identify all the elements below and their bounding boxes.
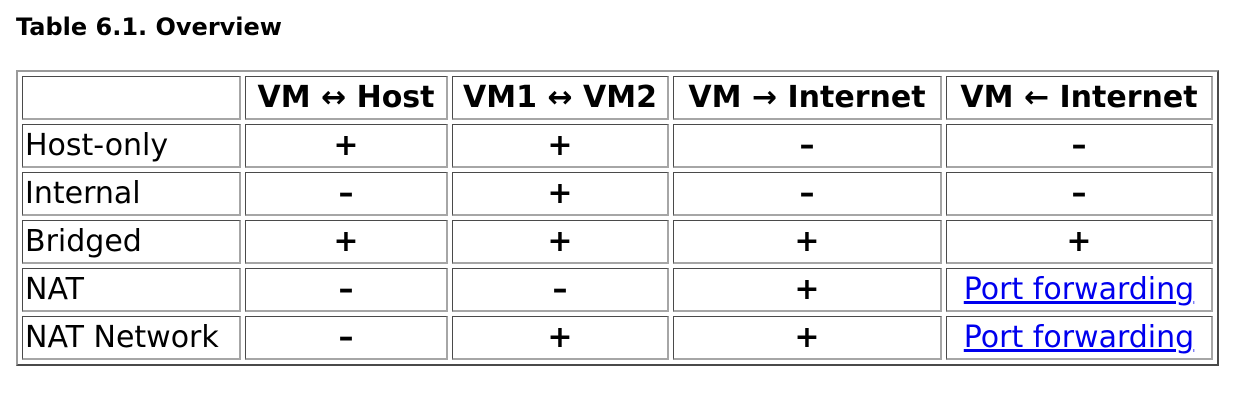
table-cell: +: [245, 220, 448, 264]
table-cell: –: [245, 268, 448, 312]
table-cell: –: [452, 268, 669, 312]
table-cell: –: [673, 172, 942, 216]
row-label: Host-only: [22, 124, 241, 168]
table-row-bridged: Bridged + + + +: [22, 220, 1213, 264]
table-row-internal: Internal – + – –: [22, 172, 1213, 216]
table-cell: +: [452, 172, 669, 216]
row-label: NAT: [22, 268, 241, 312]
table-caption: Table 6.1. Overview: [16, 13, 282, 41]
table-cell: +: [452, 220, 669, 264]
header-cell-vm-host: VM ↔ Host: [245, 76, 448, 120]
row-label: Internal: [22, 172, 241, 216]
table-row-nat: NAT – – + Port forwarding: [22, 268, 1213, 312]
port-forwarding-link[interactable]: Port forwarding: [963, 320, 1195, 355]
table-cell: +: [673, 220, 942, 264]
table-cell: +: [673, 268, 942, 312]
row-label: NAT Network: [22, 316, 241, 360]
header-cell-vm1-vm2: VM1 ↔ VM2: [452, 76, 669, 120]
table-cell: +: [946, 220, 1213, 264]
table-cell: –: [946, 124, 1213, 168]
table-cell: –: [673, 124, 942, 168]
header-cell-vm-to-internet: VM → Internet: [673, 76, 942, 120]
table-row-host-only: Host-only + + – –: [22, 124, 1213, 168]
table-cell: Port forwarding: [946, 268, 1213, 312]
header-row: VM ↔ Host VM1 ↔ VM2 VM → Internet VM ← I…: [22, 76, 1213, 120]
port-forwarding-link[interactable]: Port forwarding: [963, 272, 1195, 307]
table-cell: –: [245, 316, 448, 360]
table-row-nat-network: NAT Network – + + Port forwarding: [22, 316, 1213, 360]
header-cell-internet-to-vm: VM ← Internet: [946, 76, 1213, 120]
table-cell: –: [946, 172, 1213, 216]
table-cell: +: [452, 316, 669, 360]
row-label: Bridged: [22, 220, 241, 264]
table-cell: +: [673, 316, 942, 360]
overview-table: VM ↔ Host VM1 ↔ VM2 VM → Internet VM ← I…: [16, 70, 1219, 366]
table-cell: +: [452, 124, 669, 168]
table-cell: –: [245, 172, 448, 216]
header-cell-empty: [22, 76, 241, 120]
table-cell: +: [245, 124, 448, 168]
table-cell: Port forwarding: [946, 316, 1213, 360]
